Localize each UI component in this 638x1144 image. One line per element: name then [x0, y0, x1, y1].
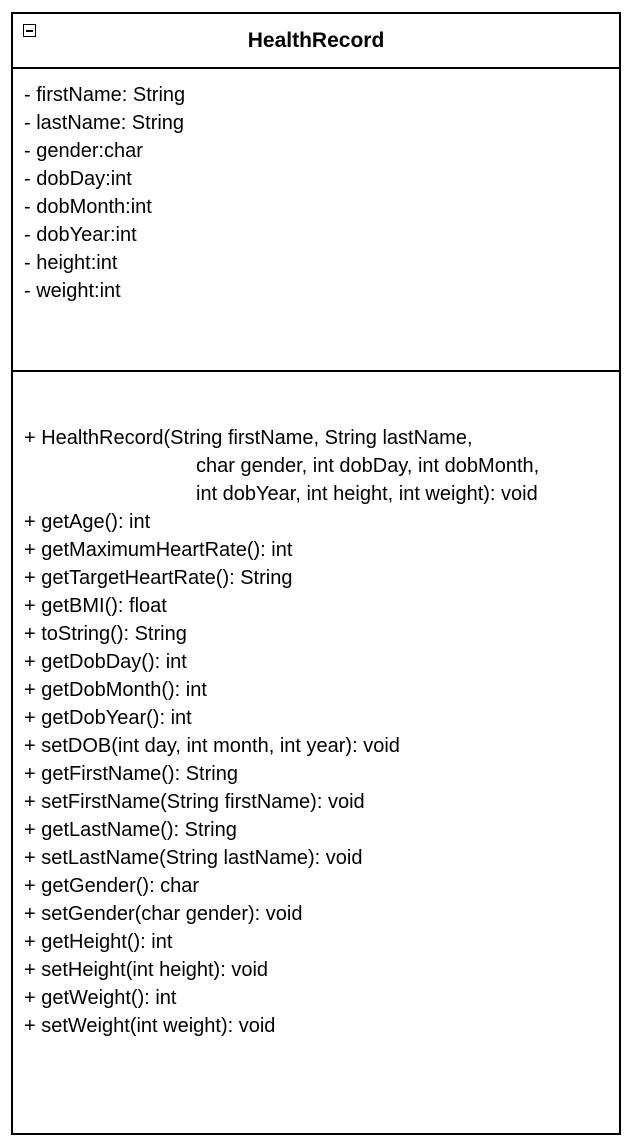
attribute-weight: - weight:int — [24, 280, 121, 302]
method-get-bmi: + getBMI(): float — [24, 595, 167, 617]
methods-compartment: + HealthRecord(String firstName, String … — [13, 372, 619, 1040]
method-get-gender: + getGender(): char — [24, 875, 200, 897]
attribute-height: - height:int — [24, 252, 118, 274]
collapse-icon[interactable] — [23, 24, 36, 37]
method-get-first-name: + getFirstName(): String — [24, 763, 238, 785]
method-get-height: + getHeight(): int — [24, 931, 173, 953]
constructor-line-2: char gender, int dobDay, int dobMonth, — [196, 455, 540, 477]
method-set-last-name: + setLastName(String lastName): void — [24, 847, 363, 869]
method-set-first-name: + setFirstName(String firstName): void — [24, 791, 365, 813]
attribute-gender: - gender:char — [24, 140, 143, 162]
method-set-height: + setHeight(int height): void — [24, 959, 269, 981]
method-to-string: + toString(): String — [24, 623, 187, 645]
attribute-dob-year: - dobYear:int — [24, 224, 137, 246]
constructor-line-1: + HealthRecord(String firstName, String … — [24, 427, 473, 449]
attribute-dob-day: - dobDay:int — [24, 168, 132, 190]
method-get-dob-month: + getDobMonth(): int — [24, 679, 207, 701]
attribute-first-name: - firstName: String — [24, 84, 186, 106]
method-set-gender: + setGender(char gender): void — [24, 903, 303, 925]
constructor-line-3: int dobYear, int height, int weight): vo… — [196, 483, 538, 505]
method-get-age: + getAge(): int — [24, 511, 151, 533]
uml-class-box: HealthRecord - firstName: String - lastN… — [11, 12, 621, 1135]
method-set-dob: + setDOB(int day, int month, int year): … — [24, 735, 400, 757]
attribute-last-name: - lastName: String — [24, 112, 185, 134]
method-get-last-name: + getLastName(): String — [24, 819, 237, 841]
method-get-target-heart-rate: + getTargetHeartRate(): String — [24, 567, 293, 589]
method-get-weight: + getWeight(): int — [24, 987, 177, 1009]
class-header: HealthRecord — [13, 14, 619, 69]
attributes-compartment: - firstName: String - lastName: String -… — [13, 69, 619, 372]
method-get-dob-day: + getDobDay(): int — [24, 651, 187, 673]
class-name: HealthRecord — [247, 29, 385, 52]
method-get-dob-year: + getDobYear(): int — [24, 707, 192, 729]
method-get-maximum-heart-rate: + getMaximumHeartRate(): int — [24, 539, 293, 561]
attribute-dob-month: - dobMonth:int — [24, 196, 152, 218]
method-set-weight: + setWeight(int weight): void — [24, 1015, 276, 1037]
